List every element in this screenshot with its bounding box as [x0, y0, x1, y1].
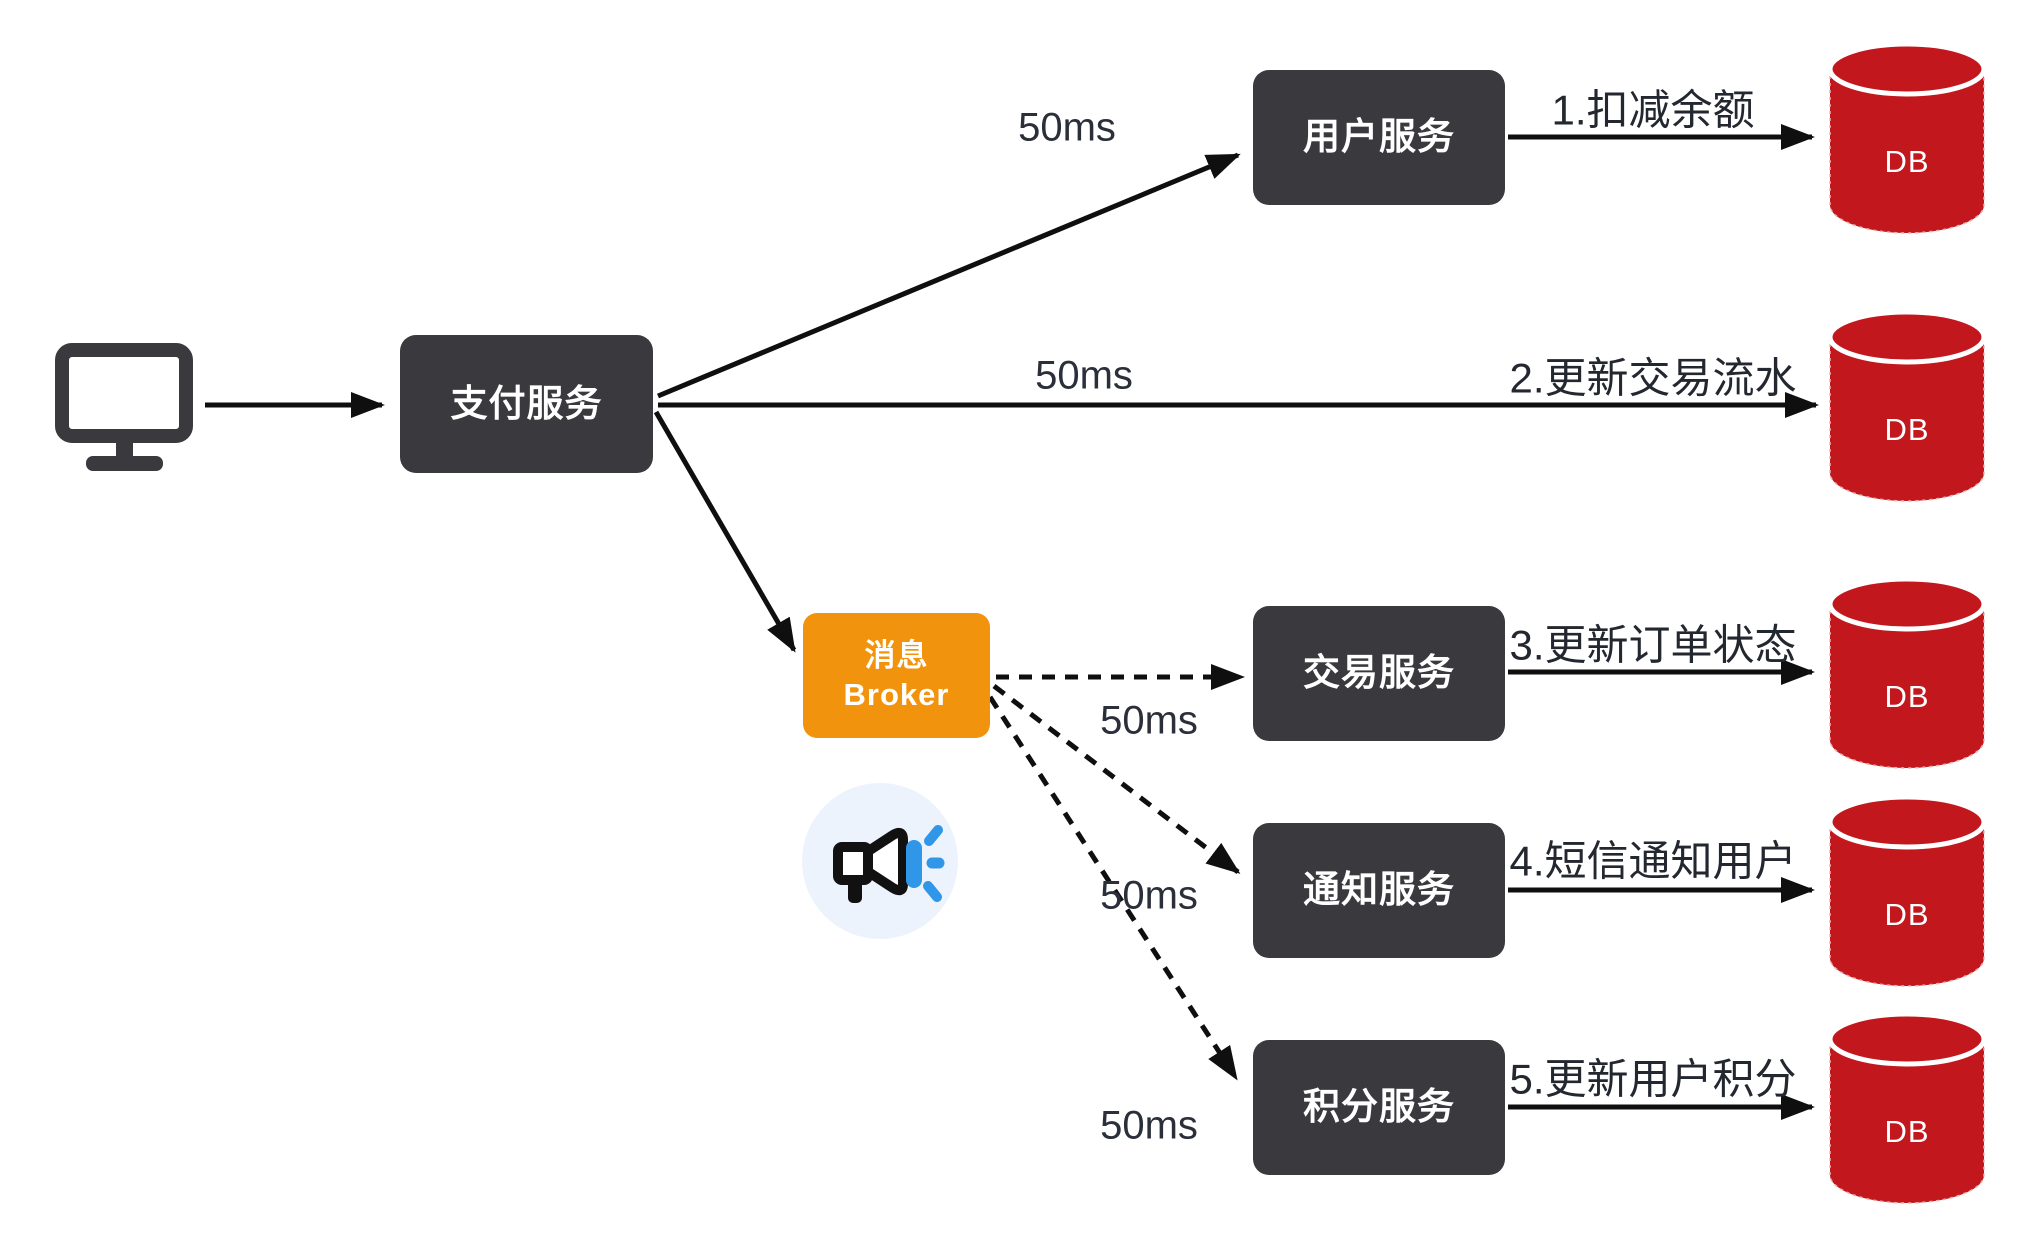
user-service-box: 用户服务: [1253, 70, 1505, 205]
step-label-1: 1.扣减余额: [1551, 86, 1755, 134]
trade-service-label: 交易服务: [1303, 652, 1455, 694]
payment-service-label: 支付服务: [450, 382, 603, 424]
arrow-payment-to-broker: [653, 410, 797, 653]
step-label-4: 4.短信通知用户: [1509, 837, 1797, 885]
trade-service-box: 交易服务: [1253, 606, 1505, 741]
step-label-2: 2.更新交易流水: [1509, 354, 1797, 402]
monitor-icon: [55, 343, 193, 471]
points-service-box: 积分服务: [1253, 1040, 1505, 1175]
user-service-label: 用户服务: [1303, 116, 1455, 158]
step-label-3: 3.更新订单状态: [1509, 621, 1797, 669]
step-label-5: 5.更新用户积分: [1509, 1055, 1797, 1103]
latency-label-2: 50ms: [1035, 353, 1133, 398]
payment-service-box: 支付服务: [400, 335, 653, 473]
points-service-label: 积分服务: [1303, 1086, 1455, 1128]
db5-label: DB: [1884, 1114, 1930, 1149]
db-cylinder-4: [1830, 797, 1984, 986]
db4-label: DB: [1884, 897, 1930, 932]
db1-label: DB: [1884, 144, 1930, 179]
db-cylinder-3: [1830, 579, 1984, 768]
notify-service-box: 通知服务: [1253, 823, 1505, 958]
megaphone-icon: [802, 783, 958, 939]
arrow-payment-to-user-service: [657, 152, 1241, 399]
latency-label-4: 50ms: [1100, 873, 1198, 918]
latency-label-5: 50ms: [1100, 1103, 1198, 1148]
db-cylinder-5: [1830, 1014, 1984, 1203]
db-cylinder-2: [1830, 312, 1984, 501]
db3-label: DB: [1884, 679, 1930, 714]
dashed-arrow-broker-to-points-service: [987, 695, 1239, 1081]
message-broker-label: 消息 Broker: [843, 637, 950, 712]
notify-service-label: 通知服务: [1303, 869, 1455, 911]
latency-label-3: 50ms: [1100, 698, 1198, 743]
dashed-arrow-broker-to-notify-service: [992, 684, 1241, 874]
db-cylinder-1: [1830, 44, 1984, 233]
latency-label-1: 50ms: [1018, 105, 1116, 150]
message-broker-box: 消息 Broker: [803, 613, 990, 738]
db2-label: DB: [1884, 412, 1930, 447]
